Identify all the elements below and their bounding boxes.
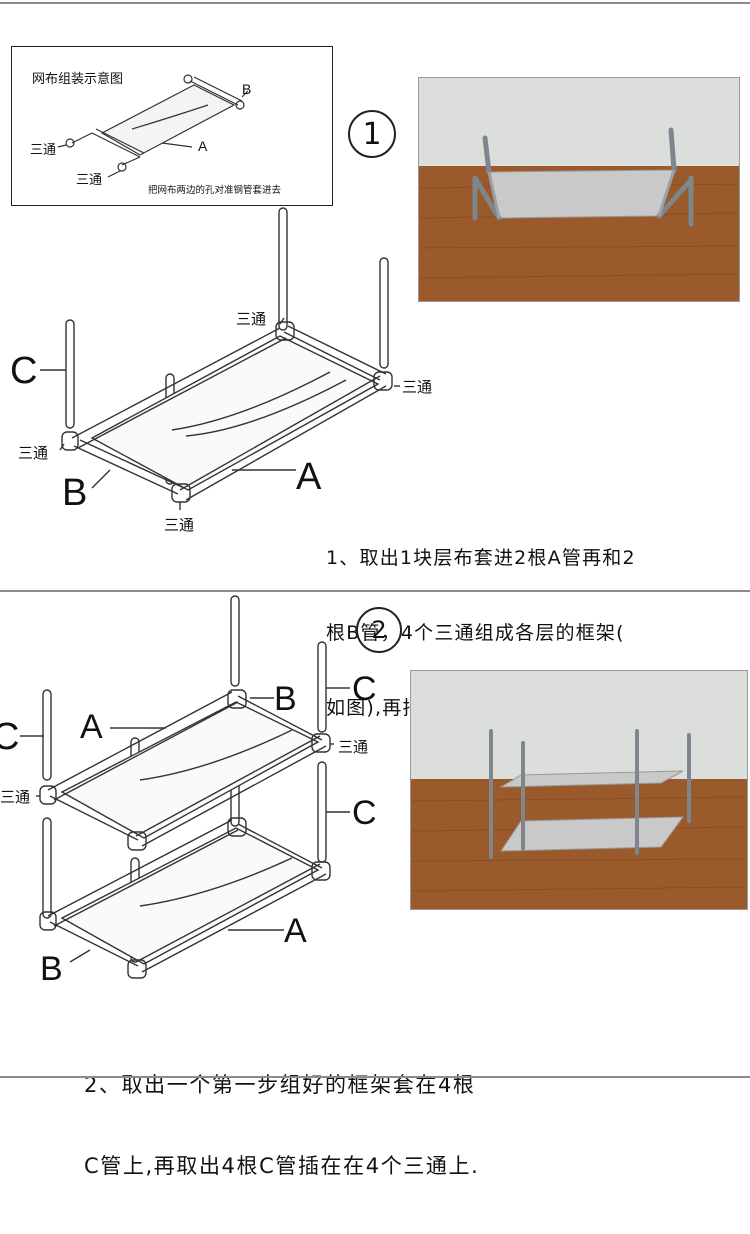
- inset-label-tee-2: 三通: [76, 173, 103, 188]
- section-divider: [0, 590, 750, 592]
- step-1-label-tee-bottom: 三通: [164, 516, 195, 534]
- inset-label-b: B: [242, 81, 252, 97]
- step-2-label-c-top: C: [352, 670, 377, 708]
- mesh-assembly-inset: 网布组装示意图 B A 三通 三: [11, 46, 333, 206]
- top-divider: [0, 2, 750, 4]
- bottom-divider: [0, 1076, 750, 1078]
- step-1-label-b: B: [62, 472, 88, 514]
- inset-note: 把网布两边的孔对准钢管套进去: [148, 185, 282, 196]
- step-number-2: 2: [356, 607, 402, 653]
- step-2-label-tee-left: 三通: [0, 788, 31, 806]
- step-2-diagram: [20, 595, 350, 979]
- step-2-instructions: 2、取出一个第一步组好的框架套在4根 C管上,再取出4根C管插在在4个三通上.: [84, 1018, 479, 1234]
- step-2-label-tee-right: 三通: [338, 738, 369, 756]
- step-1-diagram: [40, 207, 400, 510]
- step-2-label-a-bottom: A: [284, 912, 307, 950]
- step-2-label-b-bottom: B: [40, 950, 63, 988]
- step-2-label-b-top: B: [274, 680, 297, 718]
- inset-title: 网布组装示意图: [32, 72, 124, 87]
- step-1-label-a: A: [296, 456, 322, 498]
- step-2-line-2: C管上,再取出4根C管插在在4个三通上.: [84, 1154, 480, 1178]
- step-1-line-1: 1、取出1块层布套进2根A管再和2: [326, 547, 636, 569]
- step-2-label-c-mid: C: [352, 794, 377, 832]
- step-2-photo: [410, 670, 748, 910]
- step-1-label-c: C: [10, 350, 38, 392]
- step-2-photo-scene: [411, 671, 747, 909]
- inset-label-a: A: [198, 138, 208, 154]
- step-1-photo-scene: [419, 78, 739, 301]
- inset-diagram: [57, 74, 249, 178]
- step-1-label-tee-right: 三通: [402, 378, 433, 396]
- step-2-label-c-left: C: [0, 716, 20, 758]
- step-1-label-tee-left: 三通: [18, 444, 49, 462]
- step-2-label-a-top: A: [80, 708, 103, 746]
- step-number-1: 1: [348, 110, 396, 158]
- inset-label-tee-1: 三通: [30, 143, 57, 158]
- step-1-label-tee-top: 三通: [236, 310, 267, 328]
- step-1-photo: [418, 77, 740, 302]
